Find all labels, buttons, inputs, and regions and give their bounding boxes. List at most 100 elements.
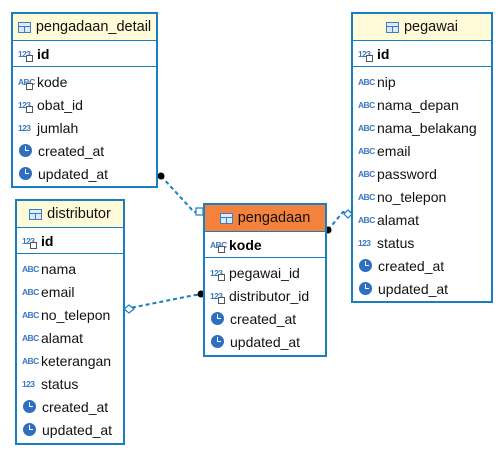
clock-icon [23,400,36,413]
column-row[interactable]: ABC no_telepon [17,303,123,326]
link-pengadaan_detail-pengadaan[interactable] [160,175,204,213]
link-distributor-pengadaan[interactable] [124,294,204,310]
text-icon: ABC [358,76,375,87]
text-icon: ABC [22,355,39,366]
link-end-dot [157,172,165,180]
primary-key-row[interactable]: ABC kode [205,232,325,258]
column-row[interactable]: ABC nama_depan [353,93,491,116]
column-name: nama_belakang [377,119,477,136]
entity-header[interactable]: pengadaan_detail [13,14,156,41]
numeric-key-icon: 123 [18,49,33,62]
clock-icon [211,335,224,348]
table-icon [385,21,399,33]
column-name: updated_at [230,333,301,350]
column-name: id [37,45,50,62]
column-row[interactable]: updated_at [205,330,325,353]
entity-header[interactable]: pengadaan [205,205,325,232]
column-row[interactable]: 123 obat_id [13,93,156,116]
column-name: pegawai_id [229,264,300,281]
column-name: keterangan [41,352,112,369]
column-name: updated_at [378,280,449,297]
column-row[interactable]: 123 status [17,372,123,395]
table-icon [17,21,31,33]
clock-icon [19,167,32,180]
text-icon: ABC [358,99,375,110]
column-name: id [377,45,390,62]
entity-pengadaan[interactable]: pengadaan ABC kode 123 pegawai_id 123 di… [203,203,327,357]
entity-title: pegawai [403,19,458,35]
entity-pengadaan-detail[interactable]: pengadaan_detail 123 id ABC kode 123 oba… [11,12,158,188]
column-row[interactable]: 123 status [353,231,491,254]
column-name: email [377,142,411,159]
primary-key-row[interactable]: 123 id [353,41,491,67]
column-row[interactable]: ABC kode [13,70,156,93]
clock-icon [23,423,36,436]
column-name: status [41,375,79,392]
column-row[interactable]: ABC nip [353,70,491,93]
column-row[interactable]: 123 jumlah [13,116,156,139]
column-row[interactable]: ABC email [353,139,491,162]
numeric-key-icon: 123 [210,268,225,281]
column-row[interactable]: ABC nama [17,257,123,280]
column-name: status [377,234,415,251]
numeric-icon: 123 [18,122,31,133]
column-row[interactable]: ABC email [17,280,123,303]
column-name: created_at [230,310,297,327]
column-name: kode [37,73,68,90]
column-row[interactable]: updated_at [353,277,491,300]
column-row[interactable]: created_at [13,139,156,162]
column-name: alamat [377,211,420,228]
link-end-dot [197,290,205,298]
column-name: no_telepon [41,306,111,323]
column-row[interactable]: created_at [353,254,491,277]
primary-key-row[interactable]: 123 id [13,41,156,67]
column-row[interactable]: ABC password [353,162,491,185]
numeric-key-icon: 123 [210,291,225,304]
numeric-key-icon: 123 [22,236,37,249]
column-row[interactable]: updated_at [17,418,123,441]
clock-icon [211,312,224,325]
numeric-icon: 123 [358,237,371,248]
column-name: no_telepon [377,188,447,205]
entity-header[interactable]: distributor [17,201,123,228]
column-name: updated_at [38,165,109,182]
column-row[interactable]: updated_at [13,162,156,185]
column-row[interactable]: created_at [17,395,123,418]
numeric-key-icon: 123 [18,100,33,113]
text-icon: ABC [358,122,375,133]
column-name: nama_depan [377,96,459,113]
entity-header[interactable]: pegawai [353,14,491,41]
column-name: kode [229,236,262,253]
column-name: nip [377,73,396,90]
clock-icon [19,144,32,157]
numeric-icon: 123 [22,378,35,389]
column-row[interactable]: ABC alamat [353,208,491,231]
column-row[interactable]: 123 pegawai_id [205,261,325,284]
column-row[interactable]: ABC no_telepon [353,185,491,208]
text-icon: ABC [22,286,39,297]
text-icon: ABC [22,309,39,320]
column-row[interactable]: 123 distributor_id [205,284,325,307]
text-icon: ABC [22,263,39,274]
table-icon [29,208,43,220]
entity-title: pengadaan [237,210,311,226]
column-name: email [41,283,75,300]
column-row[interactable]: ABC keterangan [17,349,123,372]
column-name: password [377,165,437,182]
column-name: nama [41,260,77,277]
column-name: created_at [42,398,109,415]
text-icon: ABC [22,332,39,343]
entity-pegawai[interactable]: pegawai 123 id ABC nip ABC nama_depan AB… [351,12,493,303]
primary-key-row[interactable]: 123 id [17,228,123,254]
column-name: created_at [38,142,105,159]
text-key-icon: ABC [18,76,35,90]
column-row[interactable]: ABC nama_belakang [353,116,491,139]
entity-distributor[interactable]: distributor 123 id ABC nama ABC email AB… [15,199,125,445]
column-name: updated_at [42,421,113,438]
text-key-icon: ABC [210,239,227,253]
table-icon [219,212,233,224]
column-row[interactable]: ABC alamat [17,326,123,349]
numeric-key-icon: 123 [358,49,373,62]
column-row[interactable]: created_at [205,307,325,330]
